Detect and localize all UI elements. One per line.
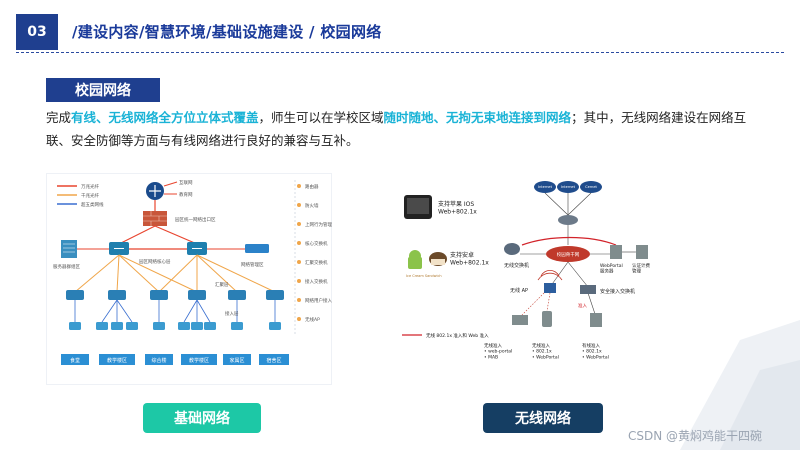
svg-text:接入交换机: 接入交换机 bbox=[305, 278, 328, 285]
access-switch-icon bbox=[580, 285, 596, 294]
aggregation-switch-icon bbox=[228, 290, 246, 300]
aggregation-switch-icon bbox=[188, 290, 206, 300]
svg-text:Ice Cream Sandwich: Ice Cream Sandwich bbox=[406, 274, 442, 278]
svg-text:防火墙: 防火墙 bbox=[305, 202, 319, 209]
wired-network-button[interactable]: 基础网络 bbox=[143, 403, 261, 433]
svg-text:教育网: 教育网 bbox=[179, 191, 193, 198]
svg-text:无线 AP: 无线 AP bbox=[510, 287, 528, 294]
header-divider bbox=[16, 52, 784, 53]
svg-text:无线交换机: 无线交换机 bbox=[504, 262, 529, 269]
zone-dorm: 宿舍区 bbox=[266, 357, 281, 364]
decorative-building-graphic bbox=[680, 320, 800, 450]
zone-complex: 综合楼 bbox=[151, 357, 166, 364]
wired-network-diagram: 万兆光纤 千兆光纤 超五类网线 互联网 教育网 园区统一网络出口区 园区网络核心… bbox=[46, 173, 332, 385]
server-icon bbox=[61, 240, 77, 258]
aggregation-switch-icon bbox=[66, 290, 84, 300]
wireless-network-button[interactable]: 无线网络 bbox=[483, 403, 603, 433]
body-paragraph: 完成有线、无线网络全方位立体式覆盖，师生可以在学校区域随时随地、无拘无束地连接到… bbox=[46, 110, 747, 148]
svg-text:服务器群组区: 服务器群组区 bbox=[53, 263, 80, 270]
breadcrumb-title: /建设内容/智慧环境/基础设施建设 / 校园网络 bbox=[72, 23, 382, 41]
slide-number: 03 bbox=[16, 14, 58, 50]
zone-family: 家属区 bbox=[229, 357, 244, 364]
phone-icon bbox=[542, 311, 552, 327]
router-icon bbox=[558, 215, 578, 225]
auth-server-icon bbox=[636, 245, 648, 259]
highlight-coverage: 有线、无线网络全方位立体式覆盖 bbox=[71, 110, 259, 125]
svg-text:无线 802.1x 准入和 Web 准入: 无线 802.1x 准入和 Web 准入 bbox=[426, 332, 489, 339]
svg-text:准入: 准入 bbox=[578, 302, 587, 309]
svg-text:汇聚层: 汇聚层 bbox=[215, 281, 229, 288]
highlight-anywhere: 随时随地、无拘无束地连接到网络 bbox=[383, 110, 572, 125]
svg-text:Cernet: Cernet bbox=[585, 185, 597, 189]
watermark: CSDN @黄焖鸡能干四碗 bbox=[628, 429, 763, 443]
svg-text:园区网络核心层: 园区网络核心层 bbox=[139, 258, 171, 265]
svg-text:核心交换机: 核心交换机 bbox=[305, 240, 328, 247]
android-icon bbox=[408, 250, 422, 269]
wireless-ap-icon bbox=[544, 283, 556, 293]
laptop-icon bbox=[512, 315, 528, 325]
zone-canteen: 食堂 bbox=[70, 357, 80, 364]
svg-text:无线AP: 无线AP bbox=[305, 316, 320, 323]
svg-text:无线准入• 802.1x• WebPortal: 无线准入• 802.1x• WebPortal bbox=[532, 342, 559, 360]
svg-text:网络管理区: 网络管理区 bbox=[241, 261, 264, 268]
svg-text:上网行为管理: 上网行为管理 bbox=[305, 221, 332, 228]
svg-text:Internet: Internet bbox=[538, 185, 553, 189]
svg-text:校园骨干网: 校园骨干网 bbox=[557, 251, 580, 258]
webportal-server-icon bbox=[610, 245, 622, 259]
svg-text:安全接入交换机: 安全接入交换机 bbox=[600, 288, 635, 295]
legend-fiber-1g: 千兆光纤 bbox=[81, 192, 99, 199]
svg-text:接入层: 接入层 bbox=[225, 310, 239, 317]
aggregation-switch-icon bbox=[108, 290, 126, 300]
desktop-icon bbox=[590, 313, 602, 327]
svg-text:Internet: Internet bbox=[561, 185, 576, 189]
svg-text:互联网: 互联网 bbox=[179, 179, 193, 186]
zone-teaching-1: 教学楼区 bbox=[107, 357, 127, 364]
backbone-switch-icon bbox=[546, 246, 590, 262]
svg-text:汇聚交换机: 汇聚交换机 bbox=[305, 259, 328, 266]
management-device-icon bbox=[245, 244, 269, 253]
aggregation-switch-icon bbox=[150, 290, 168, 300]
legend-fiber-10g: 万兆光纤 bbox=[81, 183, 99, 190]
svg-text:网络用户接入: 网络用户接入 bbox=[305, 297, 332, 304]
svg-text:路由器: 路由器 bbox=[305, 183, 319, 190]
firewall-icon bbox=[143, 211, 167, 226]
wireless-switch-icon bbox=[504, 243, 520, 255]
zone-teaching-2: 教学楼区 bbox=[189, 357, 209, 364]
svg-text:园区统一网络出口区: 园区统一网络出口区 bbox=[175, 216, 216, 223]
legend-cat5: 超五类网线 bbox=[81, 201, 104, 208]
svg-text:无线准入• web-portal• MAB: 无线准入• web-portal• MAB bbox=[484, 342, 512, 360]
svg-text:有线准入• 802.1x• WebPortal: 有线准入• 802.1x• WebPortal bbox=[582, 342, 609, 360]
svg-text:认证计费管理: 认证计费管理 bbox=[632, 262, 650, 275]
section-tag: 校园网络 bbox=[46, 78, 160, 102]
aggregation-switch-icon bbox=[266, 290, 284, 300]
internet-cloud-icon bbox=[534, 181, 602, 193]
